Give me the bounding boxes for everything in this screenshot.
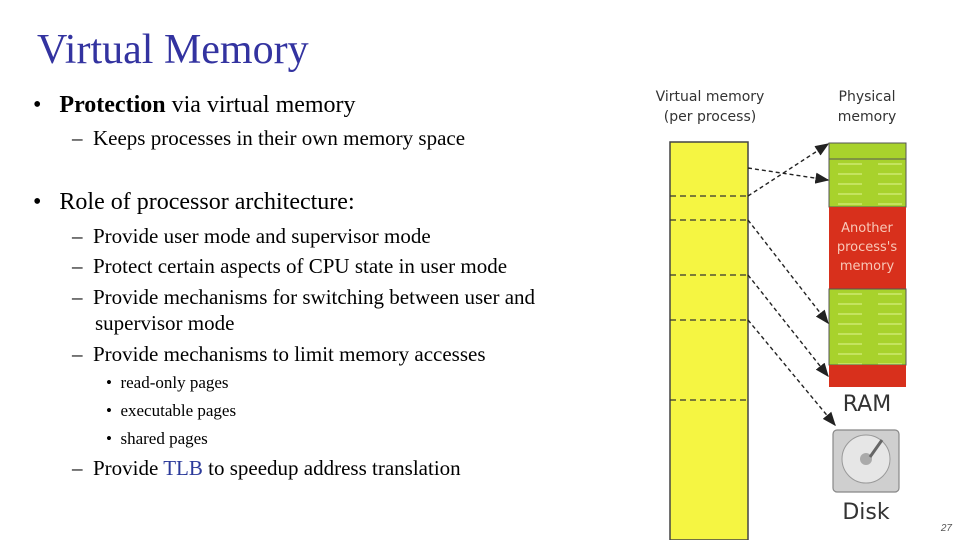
bullet-protection: • Protection via virtual memory — [33, 92, 356, 119]
sub-sub-bullet-shared: • shared pages — [106, 429, 208, 449]
sub-sub-bullet-text: read-only pages — [120, 373, 229, 392]
sub-sub-bullet-readonly: • read-only pages — [106, 373, 229, 393]
disk-icon — [832, 429, 900, 493]
virtual-memory-column — [669, 141, 749, 540]
mapping-arrows — [747, 143, 836, 427]
sub-sub-bullet-text: shared pages — [120, 429, 208, 448]
dash: – — [72, 254, 83, 278]
dash: – — [72, 285, 83, 309]
bullet-bold-protection: Protection — [59, 92, 166, 118]
sub-bullet-keeps: – Keeps processes in their own memory sp… — [72, 126, 465, 151]
page-number: 27 — [940, 523, 952, 534]
bullet-dot: • — [33, 92, 42, 118]
sub-bullet-text: Protect certain aspects of CPU state in … — [93, 254, 508, 278]
sub-bullet-text: Provide mechanisms to limit memory acces… — [93, 342, 486, 366]
sub-bullet-text: Provide — [93, 456, 164, 480]
sub-bullet-switching-cont: supervisor mode — [95, 311, 235, 335]
process-label: process's — [837, 240, 898, 255]
another-label: Another — [841, 221, 893, 236]
ram-label: RAM — [843, 392, 891, 417]
dash: – — [72, 224, 83, 248]
sub-bullet-limit-access: – Provide mechanisms to limit memory acc… — [72, 342, 486, 367]
sub-bullet-user-mode: – Provide user mode and supervisor mode — [72, 224, 431, 249]
sub-bullet-text: to speedup address translation — [202, 456, 461, 480]
bullet-role: • Role of processor architecture: — [33, 189, 355, 216]
sub-bullet-protect-cpu: – Protect certain aspects of CPU state i… — [72, 254, 507, 279]
virtual-memory-label: Virtual memory — [656, 89, 765, 105]
bullet-text: via virtual memory — [165, 92, 356, 118]
bullet-dot: • — [106, 401, 112, 420]
dash: – — [72, 126, 83, 150]
tlb-term: TLB — [163, 456, 203, 480]
physical-label: Physical — [839, 89, 896, 105]
sub-sub-bullet-text: executable pages — [120, 401, 237, 420]
bullet-text: Role of processor architecture: — [59, 189, 355, 215]
sub-bullet-switching: – Provide mechanisms for switching betwe… — [72, 285, 535, 310]
sub-bullet-tlb: – Provide TLB to speedup address transla… — [72, 456, 461, 481]
dash: – — [72, 342, 83, 366]
physical-memory-column — [828, 142, 907, 387]
another-memory-label: memory — [840, 259, 895, 274]
another-process-block — [829, 207, 906, 289]
dash: – — [72, 456, 83, 480]
bullet-dot: • — [106, 373, 112, 392]
disk-label: Disk — [842, 500, 890, 525]
sub-bullet-text: Keeps processes in their own memory spac… — [93, 126, 466, 150]
bullet-dot: • — [33, 189, 42, 215]
slide-title: Virtual Memory — [37, 27, 309, 73]
bullet-dot: • — [106, 429, 112, 448]
sub-sub-bullet-executable: • executable pages — [106, 401, 236, 421]
memory-label: memory — [838, 109, 897, 125]
virtual-memory-diagram: Virtual memory (per process) Physical me… — [656, 89, 907, 540]
sub-bullet-text: Provide mechanisms for switching between… — [93, 285, 536, 309]
per-process-label: (per process) — [664, 109, 756, 125]
sub-bullet-text: Provide user mode and supervisor mode — [93, 224, 431, 248]
